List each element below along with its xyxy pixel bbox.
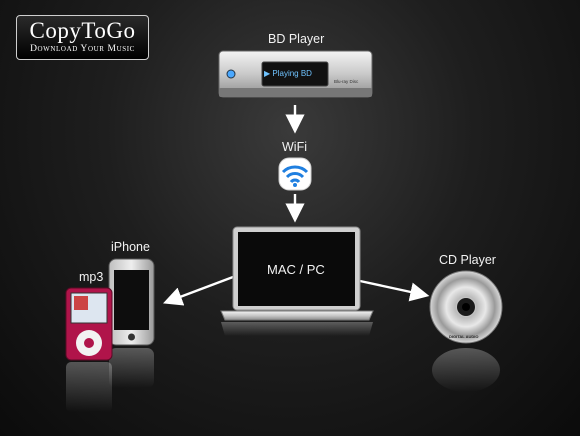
arrow-laptop-to-iphone (163, 275, 234, 306)
bd-player-label: BD Player (268, 32, 325, 46)
wifi-icon (278, 157, 312, 191)
copytogo-logo: CopyToGo Download Your Music (16, 15, 149, 60)
arrow-laptop-to-cd (359, 279, 430, 302)
ipod-icon (65, 287, 113, 412)
laptop-icon (220, 226, 374, 336)
logo-tagline: Download Your Music (30, 44, 135, 54)
flow-arrows (163, 105, 430, 306)
bd-brand-text: Blu-ray Disc (334, 79, 359, 84)
mp3-label: mp3 (79, 270, 104, 284)
wifi-label: WiFi (282, 140, 307, 154)
iphone-label: iPhone (111, 240, 150, 254)
cd-icon (429, 270, 503, 392)
cd-player-label: CD Player (439, 253, 496, 267)
bd-player-icon (218, 50, 373, 98)
logo-title: CopyToGo (29, 18, 136, 43)
cd-disc-text: DIGITAL AUDIO (449, 334, 479, 339)
computer-label: MAC / PC (267, 262, 325, 277)
bd-screen-text: ▶ Playing BD (264, 69, 312, 78)
iphone-icon (108, 258, 155, 388)
